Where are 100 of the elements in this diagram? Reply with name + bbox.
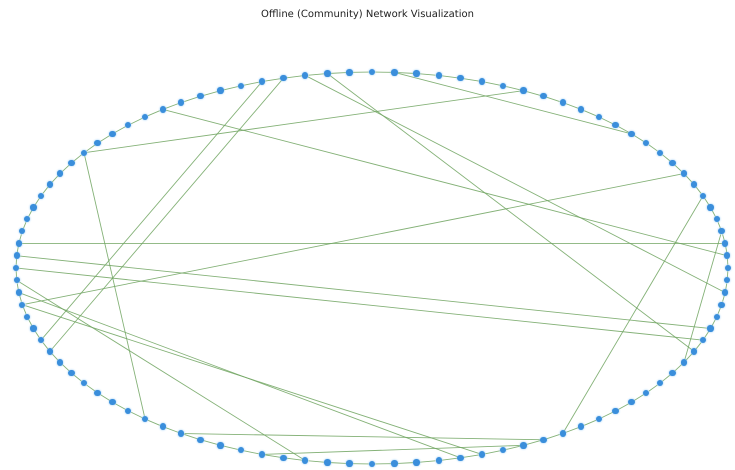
network-edge (584, 110, 596, 116)
network-node (643, 390, 650, 396)
network-edge (28, 210, 32, 217)
network-node (160, 423, 166, 430)
network-edge (52, 353, 58, 361)
network-node (500, 82, 506, 89)
network-edge (42, 84, 260, 338)
network-edge (648, 384, 658, 392)
network-edge (16, 258, 17, 266)
network-node (109, 398, 116, 406)
network-edge (264, 454, 281, 458)
network-node (612, 122, 619, 128)
network-edge (397, 72, 629, 134)
network-node (500, 447, 506, 454)
network-edge (722, 295, 725, 302)
network-edge (62, 364, 70, 372)
network-edge (130, 412, 143, 418)
network-edge (546, 96, 560, 102)
network-edge (86, 144, 96, 152)
network-node (718, 302, 725, 308)
network-edge (696, 342, 702, 350)
network-node (596, 114, 602, 120)
network-node (178, 99, 184, 106)
network-node (436, 72, 442, 79)
network-node (324, 70, 331, 77)
network-node (520, 87, 527, 94)
network-node (346, 69, 353, 76)
network-edge (584, 420, 596, 426)
network-node (700, 192, 706, 200)
network-node (628, 130, 635, 138)
network-node (109, 130, 116, 138)
network-node (80, 150, 88, 156)
network-node (80, 380, 88, 386)
network-edge (244, 450, 260, 454)
network-edge (674, 364, 682, 372)
network-edge (184, 434, 198, 440)
network-edge (184, 433, 541, 440)
network-node (142, 114, 148, 120)
network-node (38, 192, 44, 200)
network-edge (601, 118, 614, 124)
network-node (560, 99, 566, 106)
network-node (125, 122, 132, 128)
network-edge (712, 319, 716, 326)
network-node (368, 68, 376, 76)
network-node (302, 457, 308, 464)
network-node (238, 82, 244, 89)
network-edge (18, 268, 700, 340)
network-node (690, 181, 698, 188)
network-node (19, 302, 26, 308)
chart-title: Offline (Community) Network Visualization (261, 9, 474, 20)
network-edge (28, 319, 32, 326)
network-node (125, 408, 132, 414)
network-node (238, 447, 244, 454)
network-node (457, 74, 464, 82)
network-edge (52, 175, 58, 183)
network-node (700, 336, 706, 344)
network-edge (634, 394, 644, 401)
network-node (540, 93, 547, 100)
network-node (391, 460, 398, 467)
network-node (724, 252, 730, 259)
network-node (46, 181, 54, 188)
network-node (24, 216, 30, 222)
network-edge (18, 282, 304, 460)
network-edge (100, 135, 110, 142)
network-edge (374, 72, 392, 73)
network-edge (564, 198, 702, 432)
network-edge (23, 307, 26, 314)
network-node (714, 216, 720, 222)
network-edge (16, 270, 17, 278)
network-node (540, 436, 547, 443)
network-edge (100, 394, 110, 401)
network-edge (722, 234, 725, 241)
network-edge (352, 463, 370, 464)
network-node (643, 140, 650, 146)
network-edge (42, 186, 48, 194)
network-edge (130, 118, 143, 124)
network-edge (601, 412, 614, 418)
network-edge (648, 144, 658, 152)
network-node (258, 451, 266, 458)
network-edge (352, 72, 370, 73)
network-edge (506, 446, 521, 450)
network-edge (264, 78, 281, 82)
network-node (707, 204, 714, 211)
network-edge (114, 403, 126, 410)
network-node (324, 459, 331, 466)
network-edge (686, 353, 692, 361)
network-edge (286, 75, 303, 78)
network-node (12, 264, 20, 272)
network-node (724, 277, 730, 284)
network-edge (463, 78, 480, 82)
network-edge (19, 295, 22, 302)
network-node (391, 69, 398, 76)
network-edge (684, 234, 722, 360)
network-node (302, 72, 308, 79)
network-node (16, 240, 22, 247)
network-edge (23, 222, 26, 229)
network-node (520, 442, 527, 449)
network-node (16, 289, 22, 296)
network-node (19, 228, 26, 234)
network-node (707, 325, 714, 332)
